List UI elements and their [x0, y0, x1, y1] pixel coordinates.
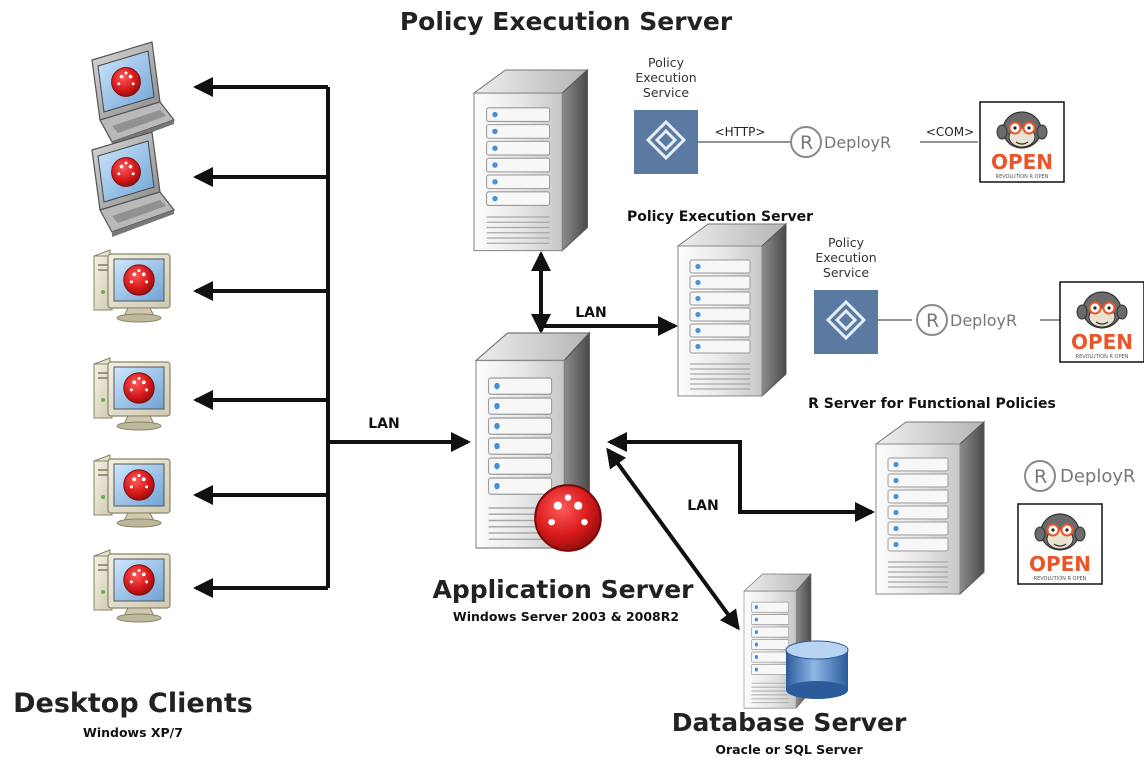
com-protocol-label: <COM> — [926, 125, 974, 139]
revolution-r-open-logo-icon: OPEN REVOLUTION R OPEN — [979, 101, 1065, 183]
open-logo-word: OPEN — [1029, 552, 1091, 576]
database-cylinder-icon — [785, 640, 849, 699]
mid-service-line-1: Policy — [828, 235, 865, 250]
deployr-r-logo-icon: R — [1024, 460, 1056, 492]
desktop-clients-title: Desktop Clients — [13, 688, 253, 719]
service-links — [698, 141, 1060, 321]
desktop-clients-subtitle: Windows XP/7 — [83, 725, 183, 740]
http-protocol-label: <HTTP> — [715, 125, 766, 139]
open-logo-word: OPEN — [991, 150, 1053, 174]
r-server-icon — [875, 421, 985, 595]
laptop-icon — [92, 42, 174, 147]
open-logo-word: OPEN — [1071, 330, 1133, 354]
mid-service-line-3: Service — [823, 265, 870, 280]
deployr-r-glyph: R — [1034, 466, 1047, 488]
revolution-r-open-logo-icon: OPEN REVOLUTION R OPEN — [1059, 281, 1144, 363]
revolution-r-open-logo-icon: OPEN REVOLUTION R OPEN — [1017, 503, 1103, 585]
database-server-subtitle: Oracle or SQL Server — [715, 742, 863, 757]
deployr-label-mid: DeployR — [950, 311, 1017, 330]
policy-service-icon — [812, 288, 880, 356]
open-logo-tagline: REVOLUTION R OPEN — [996, 174, 1049, 180]
lan-label-left: LAN — [368, 416, 399, 432]
top-service-line-1: Policy — [648, 55, 685, 70]
app-server-subtitle: Windows Server 2003 & 2008R2 — [453, 609, 679, 624]
r-server-title: R Server for Functional Policies — [808, 396, 1056, 412]
connector-lines — [193, 77, 875, 631]
mid-policy-server-icon — [677, 223, 787, 397]
database-server-title: Database Server — [672, 708, 907, 737]
deployr-r-logo-icon: R — [790, 126, 822, 158]
policy-service-icon — [632, 108, 700, 176]
deployr-r-logo-icon: R — [916, 304, 948, 336]
app-server-title: Application Server — [432, 575, 694, 604]
mid-policy-server-title: Policy Execution Server — [627, 209, 813, 225]
desktop-computer-icon — [94, 358, 170, 430]
lan-label-right: LAN — [687, 498, 718, 514]
deployr-label-top: DeployR — [824, 133, 891, 152]
top-policy-server-icon — [473, 69, 589, 252]
top-service-line-2: Execution — [635, 70, 696, 85]
top-policy-server-title: Policy Execution Server — [400, 7, 733, 36]
deployr-r-glyph: R — [800, 132, 813, 154]
app-server-ball-icon — [534, 484, 602, 552]
open-logo-tagline: REVOLUTION R OPEN — [1034, 576, 1087, 582]
lan-label-middle: LAN — [575, 305, 606, 321]
desktop-computer-icon — [94, 550, 170, 622]
deployr-r-glyph: R — [926, 310, 939, 332]
arrow-app-r-server — [607, 432, 875, 522]
desktop-computer-icon — [94, 455, 170, 527]
open-logo-tagline: REVOLUTION R OPEN — [1076, 354, 1129, 360]
top-service-line-3: Service — [643, 85, 690, 100]
arrow-app-db — [606, 447, 740, 631]
mid-service-line-2: Execution — [815, 250, 876, 265]
desktop-computer-icon — [94, 250, 170, 322]
laptop-icon — [92, 132, 174, 237]
deployr-label-r-server: DeployR — [1060, 466, 1136, 487]
